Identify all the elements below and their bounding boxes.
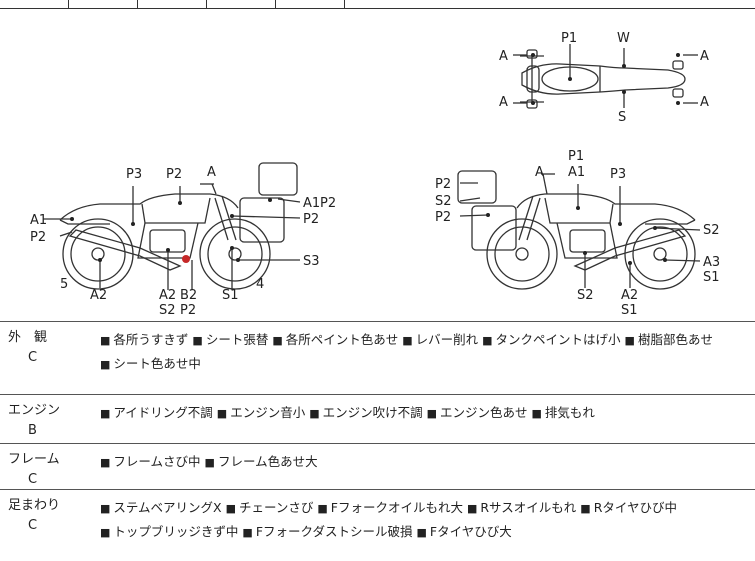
diagram-label: A1 [568, 165, 585, 180]
diagram-label: A [700, 95, 709, 110]
list-item: ■排気もれ [531, 405, 595, 420]
diagram-label: P2 [30, 230, 46, 245]
highlight-marker [182, 255, 190, 263]
diagram-label: A1 [303, 196, 320, 211]
diagram-label: 5 [60, 277, 68, 292]
diagram-label: A [499, 95, 508, 110]
left-view-motorcycle [43, 162, 301, 290]
list-item: ■レバー削れ [402, 332, 479, 347]
list-item: ■樹脂部色あせ [624, 332, 713, 347]
right-view-motorcycle [457, 170, 701, 290]
diagram-label: A1 [30, 213, 47, 228]
section-name: フレーム [8, 452, 60, 467]
diagram-label: P2 [166, 167, 182, 182]
diagram-label: S2 [577, 288, 594, 303]
diagram-label: P2 [320, 196, 336, 211]
diagram-label: A [535, 165, 544, 180]
diagram-label: A2 [159, 288, 176, 303]
diagram-label: A [207, 165, 216, 180]
list-item: ■エンジン音小 [216, 405, 306, 420]
diagram-label: W [617, 31, 630, 46]
list-item: ■Rタイヤひび中 [580, 500, 678, 515]
list-item: ■フレームさび中 [100, 454, 201, 469]
diagram-label: S3 [303, 254, 320, 269]
diagram-label: P3 [126, 167, 142, 182]
list-item: ■Fフォークオイルもれ大 [317, 500, 463, 515]
diagram-label: A [499, 49, 508, 64]
list-item: ■各所ペイント色あせ [272, 332, 399, 347]
section-items: ■ステムベアリングX ■チェーンさび ■Fフォークオイルもれ大 ■Rサスオイルも… [100, 496, 745, 544]
diagram-label: S1 [621, 303, 638, 318]
list-item: ■Rサスオイルもれ [466, 500, 577, 515]
diagram-label: P2 [435, 177, 451, 192]
list-item: ■シート張替 [192, 332, 269, 347]
section-category: フレーム C [8, 450, 78, 490]
list-item: ■Fタイヤひび大 [416, 524, 512, 539]
section-suspension: 足まわり C ■ステムベアリングX ■チェーンさび ■Fフォークオイルもれ大 ■… [0, 490, 755, 561]
section-grade: C [28, 350, 38, 365]
diagram-label: P2 [180, 303, 196, 318]
header-strip [0, 0, 755, 9]
section-grade: C [28, 472, 38, 487]
section-category: 足まわり C [8, 496, 78, 536]
list-item: ■ステムベアリングX [100, 500, 222, 515]
section-items: ■アイドリング不調 ■エンジン音小 ■エンジン吹け不調 ■エンジン色あせ ■排気… [100, 401, 745, 425]
list-item: ■フレーム色あせ大 [204, 454, 318, 469]
list-item: ■シート色あせ中 [100, 356, 201, 371]
diagram-label: P3 [610, 167, 626, 182]
diagram-label: P2 [303, 212, 319, 227]
damage-diagram: P1 W A A A A S P3 P2 A A1 P2 A1 P2 P2 S3… [0, 8, 755, 322]
list-item: ■各所うすきず [100, 332, 189, 347]
section-grade: C [28, 518, 38, 533]
list-item: ■Fフォークダストシール破損 [242, 524, 413, 539]
diagram-label: S [618, 110, 626, 125]
section-grade: B [28, 423, 37, 438]
diagram-label: P1 [561, 31, 577, 46]
section-items: ■フレームさび中 ■フレーム色あせ大 [100, 450, 745, 474]
section-name: 外 観 [8, 330, 48, 345]
diagram-label: P2 [435, 210, 451, 225]
diagram-label: A3 [703, 255, 720, 270]
top-view-motorcycle [513, 44, 698, 109]
diagram-label: A [700, 49, 709, 64]
section-frame: フレーム C ■フレームさび中 ■フレーム色あせ大 [0, 444, 755, 490]
list-item: ■トップブリッジきず中 [100, 524, 239, 539]
diagram-label: A2 [90, 288, 107, 303]
motorcycle-diagram-svg: P1 W A A A A S P3 P2 A A1 P2 A1 P2 P2 S3… [30, 31, 720, 318]
section-exterior: 外 観 C ■各所うすきず ■シート張替 ■各所ペイント色あせ ■レバー削れ ■… [0, 322, 755, 395]
list-item: ■エンジン色あせ [426, 405, 528, 420]
diagram-label: 4 [256, 277, 264, 292]
top-view-labels: P1 W A A A A S [499, 31, 709, 125]
list-item: ■アイドリング不調 [100, 405, 213, 420]
section-name: エンジン [8, 403, 61, 418]
list-item: ■タンクペイントはげ小 [482, 332, 621, 347]
list-item: ■エンジン吹け不調 [309, 405, 423, 420]
section-engine: エンジン B ■アイドリング不調 ■エンジン音小 ■エンジン吹け不調 ■エンジン… [0, 395, 755, 444]
damage-markers [70, 53, 680, 265]
diagram-label: P1 [568, 149, 584, 164]
left-view-labels: P3 P2 A A1 P2 A1 P2 P2 S3 5 A2 A2 B2 S2 … [30, 165, 336, 318]
diagram-label: S2 [703, 223, 720, 238]
diagram-label: S1 [703, 270, 720, 285]
right-view-labels: P1 A A1 P3 P2 S2 P2 S2 A3 S1 S2 A2 S1 [435, 149, 720, 318]
diagram-label: A2 [621, 288, 638, 303]
section-category: エンジン B [8, 401, 78, 441]
diagram-label: S1 [222, 288, 239, 303]
diagram-label: S2 [159, 303, 176, 318]
list-item: ■チェーンさび [225, 500, 314, 515]
section-name: 足まわり [8, 498, 61, 513]
diagram-label: B2 [180, 288, 197, 303]
diagram-label: S2 [435, 194, 452, 209]
section-category: 外 観 C [8, 328, 78, 368]
section-items: ■各所うすきず ■シート張替 ■各所ペイント色あせ ■レバー削れ ■タンクペイン… [100, 328, 745, 376]
